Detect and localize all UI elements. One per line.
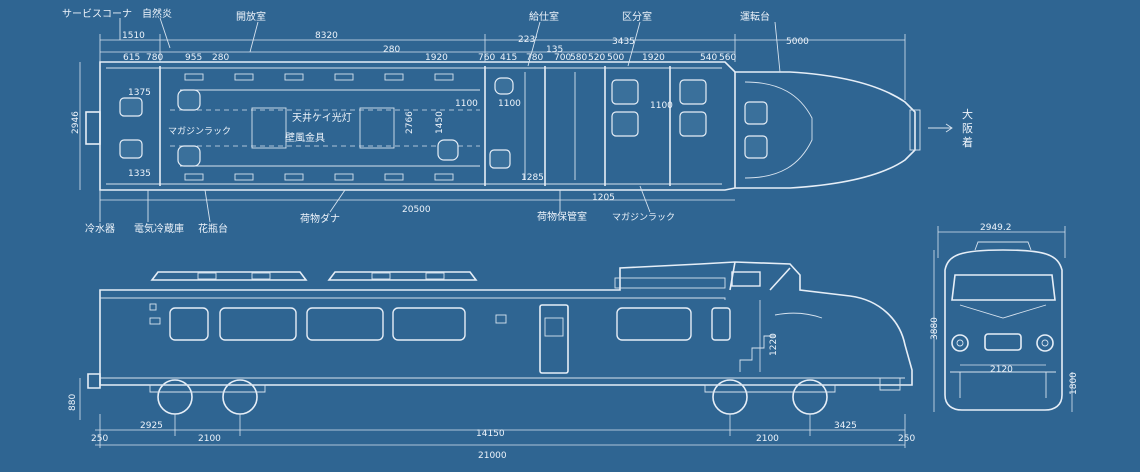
electric-fridge-label: 電気冷蔵庫	[134, 222, 184, 235]
dim-280-a: 280	[212, 53, 229, 63]
dim-1510: 1510	[122, 31, 145, 41]
dim-560: 560	[719, 53, 736, 63]
end-lower-dim: 1800	[1069, 372, 1079, 395]
ventilator-label: 壁風金具	[285, 131, 325, 144]
dim-615: 615	[123, 53, 140, 63]
dim-3425: 3425	[834, 421, 857, 431]
destination-char-1: 大	[962, 107, 973, 121]
dim-2100-left: 2100	[198, 434, 221, 444]
dim-955: 955	[185, 53, 202, 63]
dim-280-b: 280	[383, 45, 400, 55]
cab-room-label: 区分室	[622, 10, 652, 23]
dim-1100-b: 1100	[650, 101, 673, 111]
dim-1920-b: 1920	[642, 53, 665, 63]
side-door	[539, 304, 569, 374]
dim-1285: 1285	[521, 173, 544, 183]
end-width-dim: 2949.2	[980, 223, 1012, 233]
driver-cab-label: 運転台	[740, 10, 770, 23]
dim-3435: 3435	[612, 37, 635, 47]
bogies	[149, 377, 901, 415]
side-windows	[169, 307, 731, 341]
plan-dimensions: 1510 615 780 955 280 8320 280 1920 760 4…	[71, 31, 906, 215]
dim-2100-right: 2100	[756, 434, 779, 444]
dim-14150: 14150	[476, 429, 505, 439]
flower-vase-label: 花瓶台	[198, 222, 228, 235]
plan-seats	[119, 77, 768, 169]
dim-1100-c: 1100	[455, 99, 478, 109]
destination-char-2: 阪	[962, 121, 973, 135]
dim-780-b: 780	[526, 53, 543, 63]
dim-2925: 2925	[140, 421, 163, 431]
dim-1100-a: 1100	[498, 99, 521, 109]
dim-880: 880	[68, 394, 78, 411]
dim-1335: 1335	[128, 169, 151, 179]
plan-callouts: サービスコーナ 自然炎 開放室 給仕室 区分室 運転台 冷水器 電気冷蔵庫 花瓶…	[62, 7, 781, 235]
dim-700: 700	[554, 53, 571, 63]
plan-window-ticks	[184, 73, 454, 181]
dim-1375: 1375	[128, 88, 151, 98]
dim-21000: 21000	[478, 451, 507, 461]
luggage-rack-label: 荷物ダナ	[300, 212, 340, 225]
dim-540: 540	[700, 53, 717, 63]
magazine-rack-b-label: マガジンラック	[612, 212, 675, 223]
dim-1920-a: 1920	[425, 53, 448, 63]
dim-1205: 1205	[592, 193, 615, 203]
end-height-dim: 3880	[930, 317, 940, 340]
dim-1220: 1220	[769, 333, 779, 356]
side-elevation	[87, 261, 913, 415]
end-light-gap-dim: 2120	[990, 365, 1013, 375]
dim-500: 500	[607, 53, 624, 63]
front-view: 2949.2 3880 1800 2120	[930, 223, 1079, 412]
luggage-storage-label: 荷物保管室	[537, 210, 587, 223]
dim-2766: 2766	[405, 111, 415, 134]
dim-780-a: 780	[146, 53, 163, 63]
dim-20500: 20500	[402, 205, 431, 215]
destination-char-3: 着	[962, 135, 973, 149]
ceiling-light-label: 天井ケイ光灯	[292, 111, 352, 124]
dim-2946: 2946	[71, 111, 81, 134]
dim-1450: 1450	[435, 111, 445, 134]
magazine-rack-label: マガジンラック	[168, 126, 231, 137]
vending-label: 自然炎	[142, 7, 172, 20]
water-supply-label: 給仕室	[529, 10, 559, 23]
open-room-label: 開放室	[236, 10, 266, 23]
cold-water-label: 冷水器	[85, 222, 115, 235]
dim-520: 520	[588, 53, 605, 63]
dim-250-right: 250	[898, 434, 915, 444]
dim-415: 415	[500, 53, 517, 63]
service-corner-label: サービスコーナ	[62, 8, 132, 20]
elevation-dimensions: 880 250 2925 2100 14150 2100 3425 250 21…	[68, 300, 915, 461]
dim-760: 760	[478, 53, 495, 63]
dim-250-left: 250	[91, 434, 108, 444]
dim-135: 135	[546, 45, 563, 55]
dim-5000: 5000	[786, 37, 809, 47]
dim-8320: 8320	[315, 31, 338, 41]
plan-view: 天井ケイ光灯 壁風金具 マガジンラック 大 阪 着	[85, 61, 973, 191]
dim-580: 580	[570, 53, 587, 63]
dim-223: 223'	[518, 35, 538, 45]
